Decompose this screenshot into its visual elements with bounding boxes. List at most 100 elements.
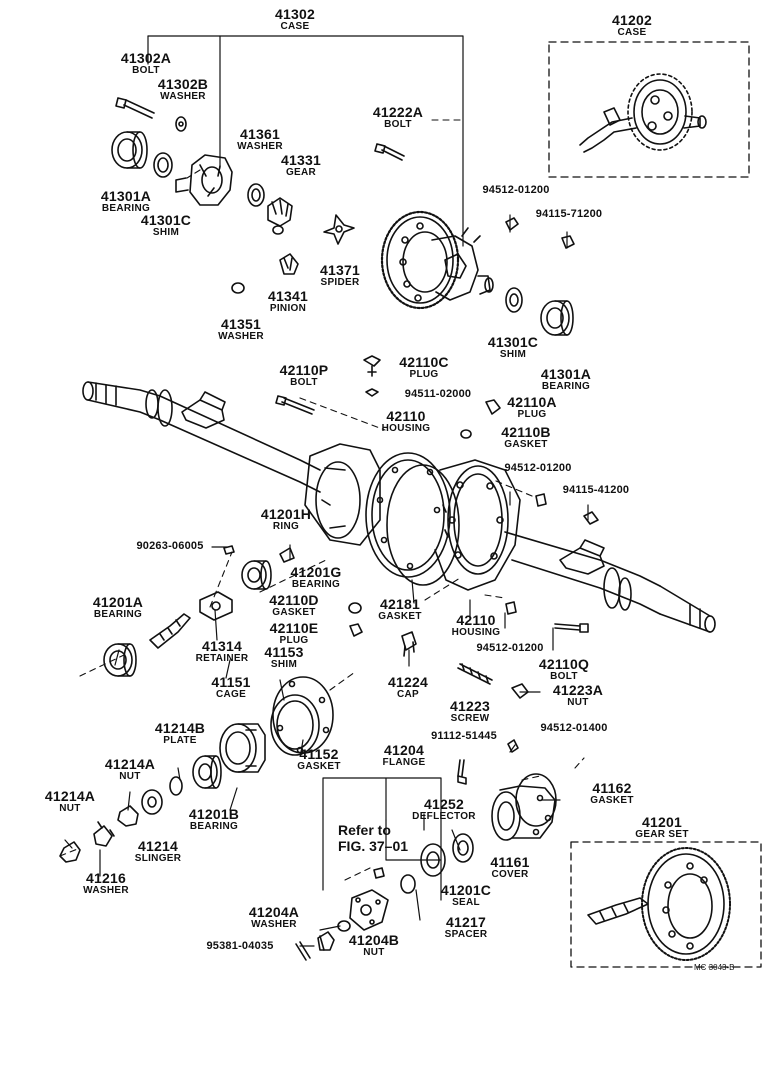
part-number: 41204 [384, 742, 424, 758]
part-number: 41201B [188, 806, 240, 822]
part-name: HOUSING [451, 627, 501, 638]
part-name: NUT [363, 947, 385, 958]
part-number: 41204A [248, 904, 300, 920]
case-assembly-drawing [579, 73, 707, 153]
part-number: 41301A [100, 188, 152, 204]
part-name: BOLT [290, 377, 318, 388]
part-number: 41314 [202, 638, 242, 654]
part-name: BOLT [384, 119, 412, 130]
label-42110d-gasket: 42110D GASKET [269, 592, 319, 618]
label-41223a-nut: 41223A NUT [552, 682, 604, 708]
label-41301a-bearing-right: 41301A BEARING [540, 366, 592, 392]
part-name: PLUG [517, 409, 547, 420]
part-number: 41204B [348, 932, 400, 948]
part-number: 41201 [642, 814, 682, 830]
label-41204-flange: 41204 FLANGE [383, 742, 426, 768]
reference-note-line1: Refer to [338, 822, 391, 838]
label-41152-gasket: 41152 GASKET [297, 747, 341, 772]
part-name: GASKET [272, 607, 316, 618]
part-number: 94512-01200 [482, 184, 550, 196]
label-41301c-shim: 41301C SHIM [140, 212, 192, 238]
label-41204b-nut: 41204B NUT [348, 932, 400, 958]
part-number: 95381-04035 [206, 940, 274, 952]
part-name: WASHER [160, 91, 206, 102]
part-number: 42110C [399, 354, 449, 370]
part-name: SPIDER [320, 277, 360, 288]
part-number: 41223A [552, 682, 604, 698]
part-number: 41224 [388, 674, 428, 690]
part-number: 41223 [450, 698, 490, 714]
label-42110p-bolt: 42110P BOLT [280, 363, 329, 388]
part-number: 41351 [221, 316, 261, 332]
part-name: NUT [567, 697, 589, 708]
part-number: 41202 [612, 12, 652, 28]
label-41204a-washer: 41204A WASHER [248, 904, 300, 930]
figure-code: MC 3043-B [694, 963, 735, 972]
label-42110-housing: 42110 HOUSING [382, 409, 431, 434]
label-41214a-nut: 41214A NUT [104, 756, 156, 782]
part-number: 41201G [290, 564, 342, 580]
part-name: SHIM [152, 227, 180, 238]
label-41301c-shim-right: 41301C SHIM [488, 335, 538, 360]
label-41252-deflector: 41252 DEFLECTOR [412, 796, 476, 822]
part-name: GASKET [378, 611, 422, 622]
part-number: 41214B [154, 720, 206, 736]
label-94512-01200-c: 94512-01200 [476, 642, 543, 655]
label-41214a-nut-left: 41214A NUT [44, 788, 96, 814]
differential-parts-left [111, 97, 355, 294]
label-42110e-plug: 42110E PLUG [269, 620, 319, 646]
part-name: BOLT [132, 65, 160, 76]
part-name: SCREW [450, 713, 490, 724]
label-94511-02000: 94511-02000 [405, 388, 471, 401]
label-42110-housing-lower: 42110 HOUSING [451, 612, 501, 638]
part-number: 42110D [269, 592, 319, 608]
part-name: PLUG [279, 635, 309, 646]
label-41201h-ring: 41201H RING [261, 507, 311, 532]
label-41351-washer: 41351 WASHER [218, 316, 264, 342]
part-name: BEARING [93, 609, 143, 620]
label-41302a-bolt: 41302A BOLT [121, 51, 171, 76]
part-name: CASE [280, 21, 310, 32]
part-number: 41371 [320, 262, 360, 278]
part-number: 41217 [446, 914, 486, 930]
label-41222a-bolt: 41222A BOLT [373, 105, 423, 130]
part-name: RING [272, 521, 300, 532]
part-number: 94512-01200 [476, 642, 544, 654]
flange-cover-parts [295, 739, 557, 961]
label-41314-retainer: 41314 RETAINER [196, 638, 249, 664]
part-number: 41252 [424, 796, 464, 812]
label-41331-gear: 41331 GEAR [281, 153, 321, 178]
part-number: 41214A [104, 756, 156, 772]
label-41302b-washer: 41302B WASHER [158, 77, 208, 102]
label-41223-screw: 41223 SCREW [450, 698, 490, 724]
part-name: WASHER [218, 331, 264, 342]
pinion-parts [103, 545, 529, 699]
label-41302-case: 41302 CASE [275, 7, 315, 32]
part-number: 41214A [44, 788, 96, 804]
reference-note: Refer to FIG. 37–01 [338, 822, 408, 854]
label-42110a-plug: 42110A PLUG [507, 394, 557, 420]
case-assembly-box [548, 41, 750, 178]
part-number: 42110E [269, 620, 319, 636]
part-number: 42181 [380, 596, 420, 612]
part-name: GASKET [297, 761, 341, 772]
part-name: NUT [59, 803, 81, 814]
label-94512-01200-b: 94512-01200 [504, 462, 571, 475]
part-number: 41301C [140, 212, 192, 228]
part-name: SHIM [499, 349, 527, 360]
part-number: 94115-71200 [535, 208, 603, 220]
part-number: 90263-06005 [136, 540, 204, 552]
part-number: 41161 [490, 854, 530, 870]
part-name: PLATE [163, 735, 197, 746]
label-91112-51445: 91112-51445 [431, 730, 497, 743]
part-number: 41201A [92, 594, 144, 610]
label-41361-washer: 41361 WASHER [237, 126, 283, 152]
part-number: 41301A [540, 366, 592, 382]
label-94512-01200: 94512-01200 [482, 184, 549, 197]
part-number: 42110 [456, 612, 496, 628]
label-94115-71200: 94115-71200 [536, 208, 602, 221]
part-number: 41216 [86, 870, 126, 886]
part-name: SEAL [452, 897, 480, 908]
part-number: 42110A [507, 394, 557, 410]
part-number: 41361 [240, 126, 280, 142]
